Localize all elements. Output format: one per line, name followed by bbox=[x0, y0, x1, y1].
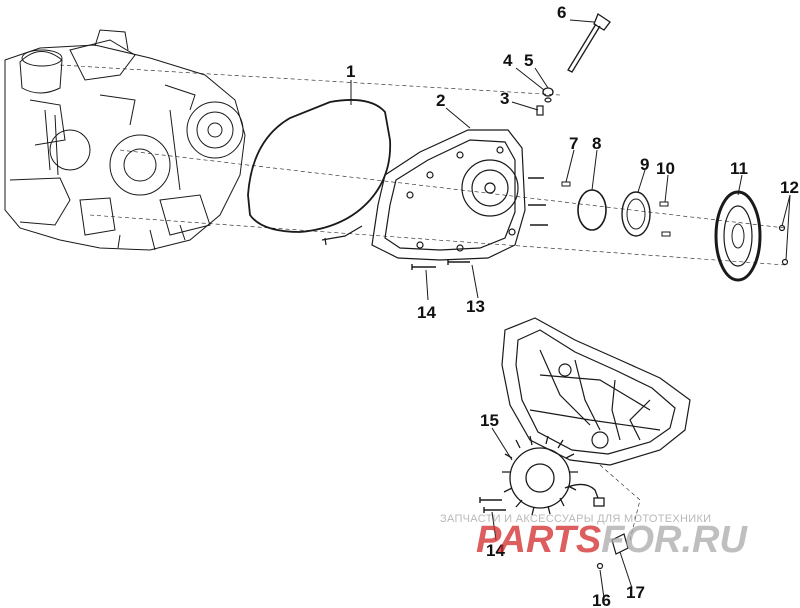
cover-inner-view bbox=[501, 317, 691, 466]
callout-7: 7 bbox=[569, 134, 578, 153]
callout-14: 14 bbox=[417, 303, 436, 322]
callout-9: 9 bbox=[640, 155, 649, 174]
callout-14: 14 bbox=[486, 541, 505, 560]
watermark-brand-red: PARTS bbox=[476, 519, 602, 561]
callout-13: 13 bbox=[466, 297, 485, 316]
screw bbox=[661, 231, 671, 237]
callout-1: 1 bbox=[346, 62, 355, 81]
bolt bbox=[479, 497, 502, 503]
callout-17: 17 bbox=[626, 583, 645, 602]
bolt bbox=[411, 264, 436, 270]
callout-8: 8 bbox=[592, 134, 601, 153]
alignment-lines bbox=[59, 64, 786, 541]
plug bbox=[536, 105, 544, 116]
o-ring-large bbox=[577, 189, 607, 231]
dipstick bbox=[567, 13, 611, 73]
engine-block bbox=[4, 29, 246, 251]
bolt bbox=[483, 507, 506, 513]
bracket bbox=[611, 533, 629, 555]
callout-4: 4 bbox=[503, 51, 513, 70]
screw bbox=[659, 201, 669, 207]
callout-16: 16 bbox=[592, 591, 611, 608]
bolt bbox=[447, 259, 470, 265]
gasket bbox=[247, 99, 392, 233]
screw bbox=[781, 258, 789, 266]
leader-lines bbox=[350, 19, 791, 599]
bolt bbox=[528, 177, 548, 226]
callout-6: 6 bbox=[557, 3, 566, 22]
screw bbox=[561, 181, 571, 187]
callout-15: 15 bbox=[480, 411, 499, 430]
callout-11: 11 bbox=[730, 159, 748, 178]
callout-12: 12 bbox=[780, 178, 799, 197]
seal-plate-inner bbox=[626, 198, 646, 230]
callout-2: 2 bbox=[436, 91, 445, 110]
watermark-brand: PARTSFOR.RU bbox=[476, 520, 796, 560]
callout-10: 10 bbox=[656, 159, 675, 178]
seal-plate bbox=[621, 191, 651, 237]
washer bbox=[542, 87, 554, 97]
stator bbox=[502, 435, 605, 516]
watermark-brand-gray: FOR.RU bbox=[601, 519, 747, 561]
callout-5: 5 bbox=[524, 51, 533, 70]
clutch-cover bbox=[321, 129, 526, 261]
o-ring bbox=[544, 97, 552, 103]
watermark-tagline: ЗАПЧАСТИ И АКСЕССУАРЫ ДЛЯ МОТОТЕХНИКИ bbox=[440, 513, 712, 525]
screw bbox=[596, 562, 604, 570]
callout-3: 3 bbox=[500, 89, 509, 108]
cover-plate bbox=[714, 190, 762, 282]
